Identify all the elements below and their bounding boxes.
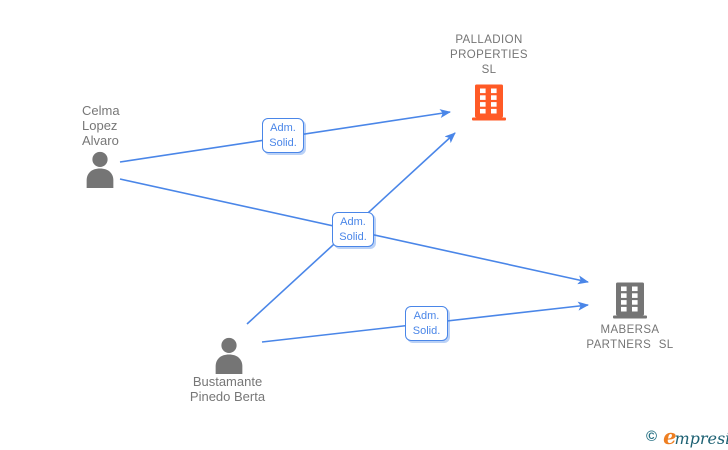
person-name-bustamante[interactable]: Bustamante Pinedo Berta [160, 374, 295, 404]
company-name-line: PARTNERS SL [586, 339, 674, 351]
company-name-mabersa[interactable]: MABERSA PARTNERS SL [570, 323, 690, 353]
person-name-line: Bustamante [192, 374, 263, 389]
empresia-logo[interactable]: © empresia [646, 424, 728, 448]
company-name-line: MABERSA [600, 324, 660, 336]
person-icon-bustamante[interactable] [213, 337, 245, 379]
person-name-celma[interactable]: Celma Lopez Alvaro [82, 103, 120, 148]
company-icon-mabersa[interactable] [613, 282, 647, 324]
person-name-line: Pinedo Berta [189, 389, 266, 404]
person-name-line: Lopez [82, 118, 118, 133]
company-icon-palladion[interactable] [472, 84, 506, 126]
person-icon-celma[interactable] [85, 151, 115, 193]
brand-rest: mpresia [674, 428, 728, 448]
brand-wordmark: empresia [663, 426, 728, 447]
edge-label-adm-solid-1: Adm. Solid. [262, 118, 304, 153]
edge-label-line: Solid. [269, 136, 297, 149]
person-name-line: Alvaro [82, 133, 119, 148]
edge-label-line: Adm. [340, 215, 366, 228]
edge-label-adm-solid-3: Adm. Solid. [405, 306, 448, 341]
edge-label-line: Adm. [413, 309, 440, 322]
edge-label-line: Solid. [412, 324, 441, 337]
company-name-palladion[interactable]: PALLADION PROPERTIES SL [429, 33, 549, 78]
edge-label-line: Solid. [339, 230, 367, 243]
company-name-line: SL [481, 64, 497, 76]
brand-initial: e [663, 423, 677, 449]
edge-label-adm-solid-2: Adm. Solid. [332, 212, 374, 247]
edge-label-line: Adm. [270, 121, 296, 134]
copyright-icon: © [646, 427, 658, 445]
company-name-line: PALLADION [455, 34, 523, 46]
company-name-line: PROPERTIES [450, 49, 528, 61]
person-name-line: Celma [82, 103, 120, 118]
